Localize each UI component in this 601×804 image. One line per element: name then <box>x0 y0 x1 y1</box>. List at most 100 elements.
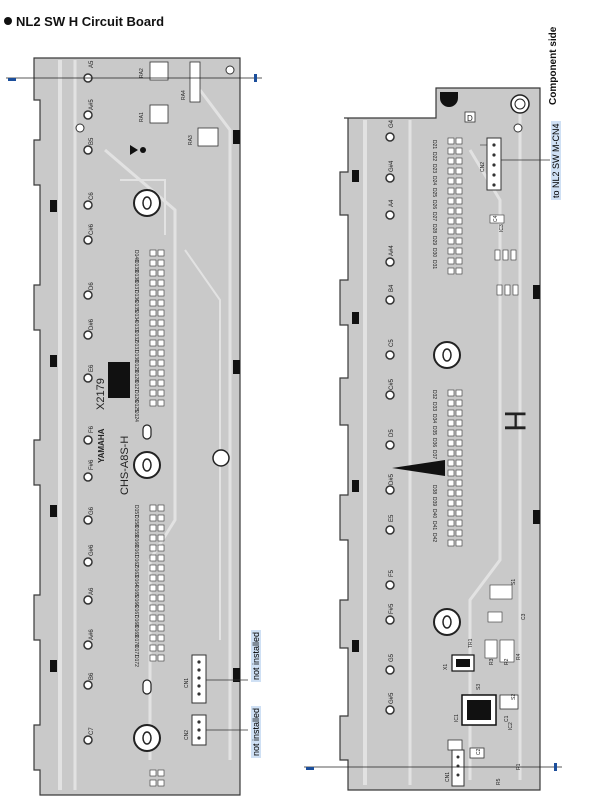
ic-label: S2 <box>511 694 517 700</box>
page-title: NL2 SW H Circuit Board <box>4 14 164 29</box>
left-diode-array-lower <box>149 504 165 787</box>
right-key-label: G5 <box>389 653 395 662</box>
right-diode-label: D24 <box>431 176 437 185</box>
misc-label: R4 <box>516 653 522 660</box>
right-mounting-holes <box>433 92 530 636</box>
right-key-label: A4 <box>389 199 395 207</box>
left-key-label: G#6 <box>89 544 95 556</box>
right-diode-label: D28 <box>431 224 437 233</box>
left-diode-label: D172 <box>133 655 139 667</box>
board-letter: H <box>498 410 531 432</box>
left-key-label: A6 <box>89 587 95 595</box>
part-number-block <box>108 362 130 398</box>
left-resistor-label: RA2 <box>139 68 145 78</box>
right-diode-label: D30 <box>431 248 437 257</box>
connector-label: CN2 <box>184 730 190 740</box>
left-diode-label: D138 <box>133 270 139 282</box>
page-title-text: NL2 SW H Circuit Board <box>16 14 165 29</box>
right-diode-label: D21 <box>431 140 437 149</box>
right-diode-label: D36 <box>431 438 437 447</box>
left-connector-cn1: CN1 <box>184 654 207 704</box>
misc-label: C4 <box>493 215 499 222</box>
right-key-label: C#5 <box>389 378 395 390</box>
right-connector-cn2: CN2 <box>480 137 502 191</box>
right-key-label: E5 <box>389 514 395 522</box>
ic-label: IC3 <box>499 224 505 232</box>
left-diode-label: D140 <box>133 250 139 262</box>
left-key-label: C#6 <box>89 223 95 235</box>
ic-label: TR1 <box>468 638 474 648</box>
left-diode-label: D166 <box>133 595 139 607</box>
right-diode-label: D39 <box>431 497 437 506</box>
left-diode-array-upper <box>149 249 165 407</box>
left-diode-label: D125 <box>133 400 139 412</box>
left-diode-label: D169 <box>133 625 139 637</box>
left-key-label: B6 <box>89 672 95 680</box>
ic-label: IC2 <box>508 722 514 730</box>
left-connector-cn2: CN2 <box>184 714 207 746</box>
left-diode-label: D159 <box>133 525 139 537</box>
left-diode-label: D133 <box>133 320 139 332</box>
right-key-label: G#5 <box>389 692 395 704</box>
left-diode-label: D162 <box>133 555 139 567</box>
left-diode-label: D124 <box>133 410 139 422</box>
left-key-label: D#6 <box>89 318 95 330</box>
board-code-text: CHS-A8S-H <box>119 436 131 495</box>
left-diode-label: D137 <box>133 280 139 292</box>
misc-label: C2 <box>476 748 482 755</box>
right-board: G4 G#4 A4 A#4 B4 C5 C#5 D5 D#5 E5 F5 F#5… <box>339 87 550 791</box>
bullet-icon <box>4 17 12 25</box>
right-key-label: B4 <box>389 284 395 292</box>
right-ic-block <box>447 654 519 759</box>
right-diode-array <box>447 137 463 547</box>
left-diode-label: D160 <box>133 535 139 547</box>
right-diode-label: D42 <box>431 533 437 542</box>
left-key-label: B5 <box>89 137 95 145</box>
left-key-label: A#6 <box>89 629 95 640</box>
brand-text: YAMAHA <box>97 428 106 463</box>
left-diode-label: D134 <box>133 310 139 322</box>
left-board: A5 A#5 B5 C6 C#6 D6 D#6 E6 F6 F#6 G6 G#6… <box>33 57 248 796</box>
misc-label: C3 <box>521 613 527 620</box>
right-diode-label: D41 <box>431 521 437 530</box>
right-diode-label: D37 <box>431 450 437 459</box>
connector-label: CN1 <box>445 772 451 782</box>
right-diode-label: D22 <box>431 152 437 161</box>
left-diode-label: D168 <box>133 615 139 627</box>
left-diode-label: D129 <box>133 360 139 372</box>
left-diode-label: D163 <box>133 565 139 577</box>
misc-label: R5 <box>496 778 502 785</box>
part-number-text: X2179 <box>95 378 107 410</box>
right-diode-label: D29 <box>431 236 437 245</box>
left-diode-label: D128 <box>133 370 139 382</box>
right-key-label: F#5 <box>389 603 395 614</box>
misc-label: C1 <box>504 715 510 722</box>
right-diode-label: D32 <box>431 390 437 399</box>
left-key-label: F#6 <box>89 459 95 470</box>
left-diode-label: D158 <box>133 515 139 527</box>
ic-label: X1 <box>443 664 449 670</box>
right-board-outline <box>339 87 541 791</box>
left-diode-label: D126 <box>133 390 139 402</box>
left-resistor-arrays <box>149 61 219 147</box>
ic-label: IC1 <box>454 714 460 722</box>
misc-label: R2 <box>504 658 510 665</box>
left-key-label: D6 <box>89 282 95 290</box>
right-diode-label: D31 <box>431 260 437 269</box>
left-diode-label: D157 <box>133 505 139 517</box>
right-diode-label: D34 <box>431 414 437 423</box>
right-key-label: F5 <box>389 569 395 577</box>
right-smd-parts <box>484 214 519 663</box>
left-mounting-holes <box>75 65 235 752</box>
left-diode-label: D161 <box>133 545 139 557</box>
left-key-label: G6 <box>89 506 95 515</box>
left-key-label: E6 <box>89 364 95 372</box>
left-resistor-label: RA1 <box>139 112 145 122</box>
left-diode-label: D167 <box>133 605 139 617</box>
left-diode-label: D127 <box>133 380 139 392</box>
left-diode-label: D139 <box>133 260 139 272</box>
right-key-label: G4 <box>389 119 395 128</box>
left-resistor-label: RA3 <box>188 135 194 145</box>
left-key-label: A5 <box>89 60 95 68</box>
